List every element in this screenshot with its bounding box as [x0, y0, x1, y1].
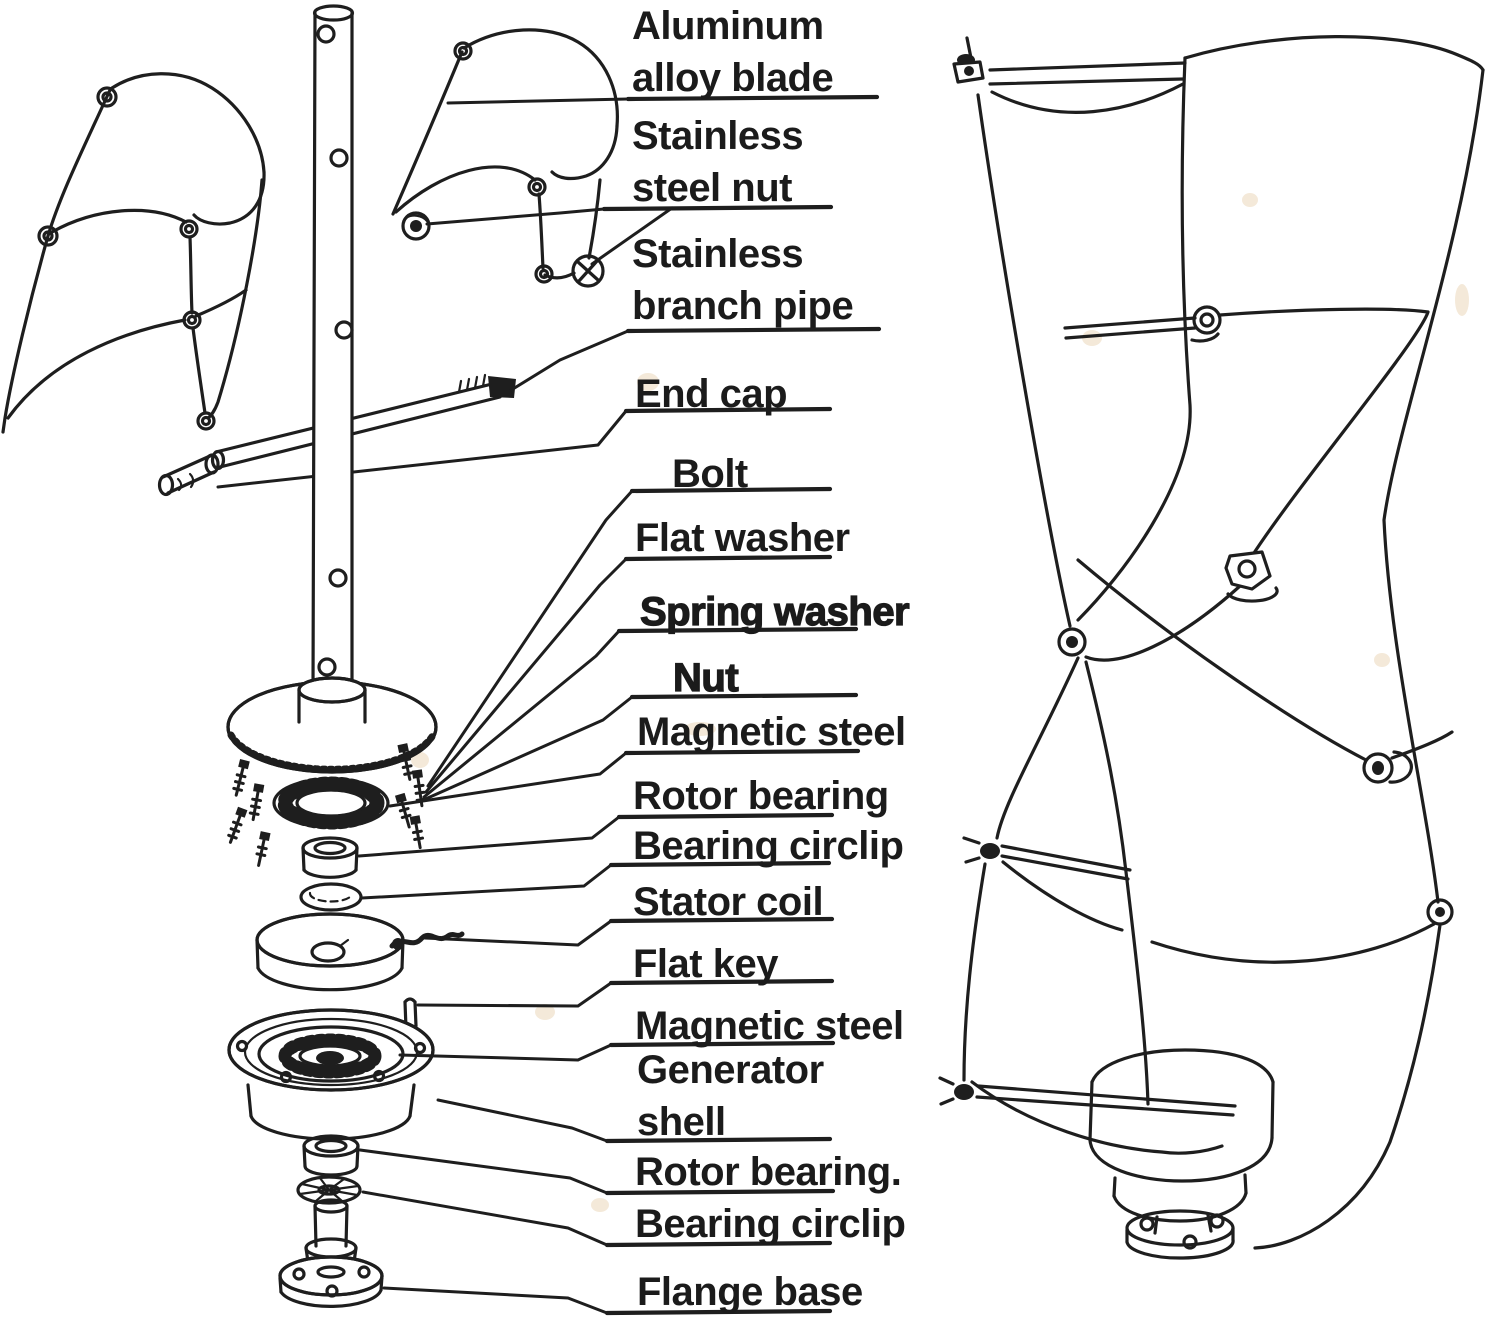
bearing-circlip-upper [299, 882, 363, 912]
turbine-struts [975, 316, 1237, 1117]
turbine-top-strut [988, 61, 1187, 114]
turbine-top-bolt [952, 36, 985, 84]
stator-coil [255, 912, 465, 992]
turbine-blade-edges [962, 35, 1485, 1250]
leader-lines [357, 97, 674, 1315]
bearing-circlip-lower [296, 1175, 362, 1205]
label-underlines [601, 94, 882, 1316]
magnetic-steel-ring [272, 776, 390, 830]
blade-1 [1, 72, 266, 434]
generator-shell [227, 1008, 435, 1141]
pole-hole [316, 24, 336, 44]
end-cap-disc [226, 676, 438, 774]
pole-hole [334, 320, 354, 340]
turbine-nuts [938, 305, 1454, 1106]
end-cap-leader-line [216, 409, 628, 489]
center-pole [311, 4, 355, 698]
exploded-generator-stack [226, 676, 465, 1308]
pole-hole [317, 657, 337, 677]
stainless-steel-nut-part [401, 211, 605, 288]
turbine-generator-stack [1088, 1048, 1275, 1260]
pipe-end-cap [157, 453, 220, 497]
scan-smudges [291, 193, 1469, 1212]
assembled-turbine-view [938, 35, 1485, 1260]
pipe-threaded-end [488, 376, 516, 398]
blade-2 [391, 28, 619, 288]
mounting-bolts [227, 743, 427, 867]
rotor-bearing-lower [302, 1134, 360, 1177]
rotor-bearing-upper [301, 836, 359, 879]
pole-hole [328, 568, 348, 588]
pole-hole [329, 148, 349, 168]
flange-base-part [278, 1198, 384, 1308]
branch-pipe [157, 373, 628, 497]
